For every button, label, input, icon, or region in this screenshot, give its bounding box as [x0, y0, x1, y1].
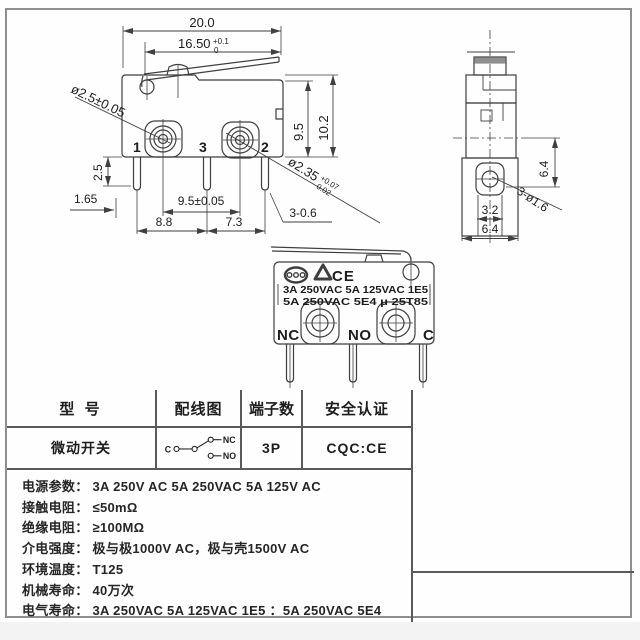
spec-power: 电源参数：3A 250V AC 5A 250VAC 5A 125V AC [22, 479, 321, 494]
end-view-drawing [453, 30, 563, 244]
terminal-1-label: 1 [133, 139, 141, 155]
end-dim-height-label: 6.4 [537, 160, 551, 177]
spec-list: 电源参数：3A 250V AC 5A 250VAC 5A 125V AC 接触电… [7, 470, 413, 622]
spec-dielectric-strength: 介电强度：极与极1000V AC，极与壳1500V AC [22, 541, 310, 557]
end-holes-note-label: 3-ø1.6 [514, 184, 551, 215]
label-c: C [423, 327, 434, 344]
dim-pin-len-label: 2.5 [91, 164, 105, 181]
terminal-dia-label: ø2.35 [285, 154, 321, 184]
dim-hole-pitch-label: 9.5±0.05 [178, 194, 225, 208]
rating-line1: 3A 250VAC 5A 125VAC 1E5 [283, 285, 428, 296]
wiring-label-nc: NC [223, 435, 236, 445]
table-cell-empty-bottom [413, 573, 634, 620]
wiring-label-no: NO [223, 451, 236, 461]
dim-pin-pitch2-label2: 7.3 [226, 215, 243, 229]
wiring-label-c: C [165, 444, 172, 454]
table-header-terminals: 端子数 [242, 390, 303, 428]
table-header-wiring: 配线图 [157, 390, 242, 428]
spec-ambient-temperature: 环境温度：T125 [22, 561, 124, 577]
ce-mark: CE [332, 268, 355, 285]
dim-pin-offset-label: 1.65 [74, 192, 98, 206]
table-cell-empty-top [413, 390, 634, 573]
dim-lever-label: 16.50 [178, 36, 211, 51]
front-view-drawing [270, 246, 435, 388]
spec-mechanical-life: 机械寿命：40万次 [22, 582, 135, 598]
outer-frame [5, 8, 632, 618]
rating-line2: 5A 250VAC 5E4 μ 25T85 [283, 297, 429, 308]
table-header-model: 型 号 [7, 390, 157, 428]
spec-contact-resistance: 接触电阻：≤50mΩ [22, 499, 138, 515]
terminal-3-label: 3 [199, 139, 207, 155]
side-view-drawing [70, 26, 381, 234]
label-no: NO [348, 327, 372, 344]
dim-lever-sup: +0.1 [213, 37, 229, 46]
table-cell-model: 微动开关 [7, 428, 157, 470]
spec-electrical-life: 电气寿命：3A 250VAC 5A 125VAC 1E5 ：5A 250VAC … [22, 603, 382, 619]
wiring-diagram: C NC NO [165, 435, 236, 461]
spec-insulation-resistance: 绝缘电阻：≥100MΩ [22, 520, 145, 536]
technical-drawings: 20.0 16.50 +0.1 0 ø2.5±0.05 9.5 10.2 2.5… [69, 15, 563, 388]
end-dim-width-label: 6.4 [482, 222, 499, 236]
dim-width-label: 20.0 [189, 15, 214, 30]
dim-body-h1-label: 9.5 [291, 123, 306, 141]
table-cell-wiring: C NC NO [157, 428, 242, 470]
dim-pin-thickness-label: 3-0.6 [289, 206, 317, 220]
label-nc: NC [277, 327, 300, 344]
hole-dia-label: ø2.5±0.05 [69, 81, 128, 120]
table-header-certification: 安全认证 [303, 390, 413, 428]
table-cell-certification: CQC:CE [303, 428, 413, 470]
dim-body-h2-label: 10.2 [316, 115, 331, 140]
table-cell-terminals: 3P [242, 428, 303, 470]
side-view-labels: 20.0 16.50 +0.1 0 ø2.5±0.05 9.5 10.2 2.5… [69, 15, 341, 229]
terminal-2-label: 2 [261, 139, 269, 155]
front-view-labels: CE 3A 250VAC 5A 125VAC 1E5 5A 250VAC 5E4… [277, 268, 434, 344]
end-dim-slot-label: 3.2 [482, 203, 499, 217]
bottom-margin [0, 622, 640, 640]
triangle-mark-icon [313, 263, 333, 281]
dim-pin-pitch1-label: 8.8 [156, 215, 173, 229]
dim-lever-sub: 0 [214, 46, 219, 55]
oval-triple-circle-mark-icon [283, 266, 309, 284]
